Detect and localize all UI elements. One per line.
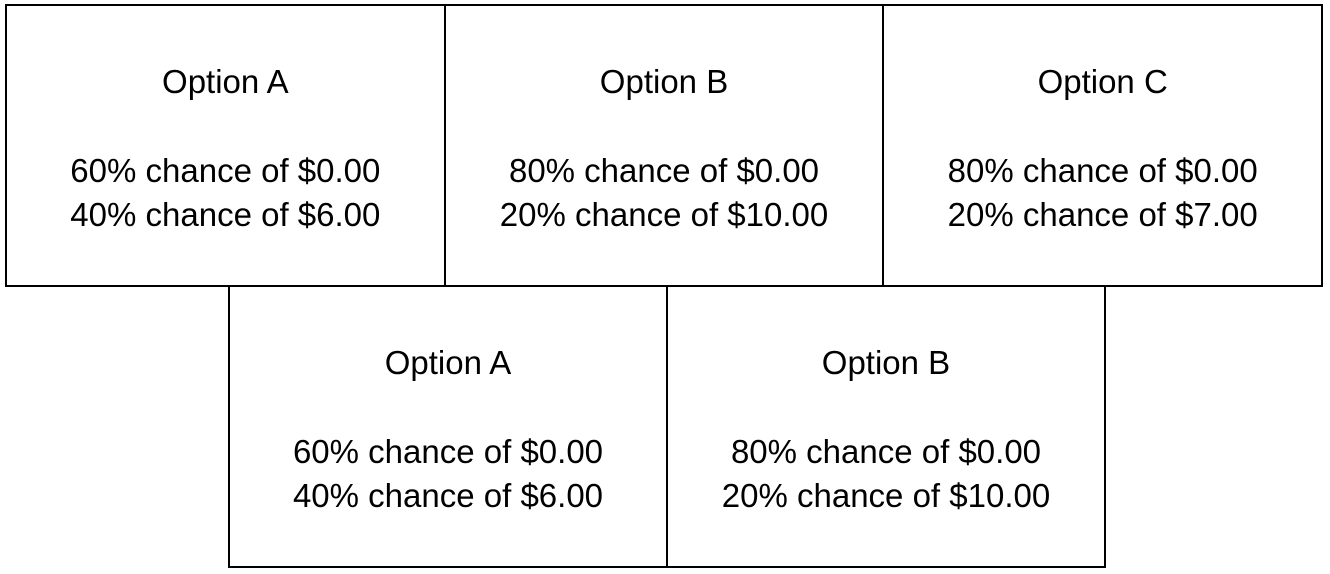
option-card-a: Option A 60% chance of $0.00 40% chance …	[230, 287, 666, 566]
option-outcomes: 60% chance of $0.00 40% chance of $6.00	[7, 149, 444, 237]
option-card-c: Option C 80% chance of $0.00 20% chance …	[882, 6, 1321, 285]
option-card-a: Option A 60% chance of $0.00 40% chance …	[7, 6, 444, 285]
outcome-line: 80% chance of $0.00	[508, 152, 820, 189]
outcome-line: 40% chance of $6.00	[292, 477, 604, 514]
option-title: Option A	[384, 344, 512, 381]
outcome-line: 60% chance of $0.00	[70, 152, 381, 189]
outcome-line: 20% chance of $10.00	[721, 477, 1051, 514]
two-option-choice-set: Option A 60% chance of $0.00 40% chance …	[228, 285, 1106, 568]
option-card-b: Option B 80% chance of $0.00 20% chance …	[443, 6, 883, 285]
option-title: Option C	[1037, 63, 1168, 100]
outcome-line: 60% chance of $0.00	[292, 433, 604, 470]
option-card-b: Option B 80% chance of $0.00 20% chance …	[666, 287, 1104, 566]
option-title: Option B	[599, 63, 729, 100]
option-outcomes: 80% chance of $0.00 20% chance of $10.00	[446, 149, 883, 237]
option-title: Option A	[162, 63, 289, 100]
outcome-line: 20% chance of $7.00	[947, 196, 1258, 233]
outcome-line: 20% chance of $10.00	[499, 196, 829, 233]
option-outcomes: 60% chance of $0.00 40% chance of $6.00	[230, 430, 666, 518]
option-outcomes: 80% chance of $0.00 20% chance of $7.00	[884, 149, 1321, 237]
three-option-choice-set: Option A 60% chance of $0.00 40% chance …	[5, 4, 1323, 287]
outcome-line: 80% chance of $0.00	[730, 433, 1042, 470]
outcome-line: 40% chance of $6.00	[70, 196, 381, 233]
outcome-line: 80% chance of $0.00	[947, 152, 1258, 189]
option-title: Option B	[821, 344, 951, 381]
option-outcomes: 80% chance of $0.00 20% chance of $10.00	[668, 430, 1104, 518]
